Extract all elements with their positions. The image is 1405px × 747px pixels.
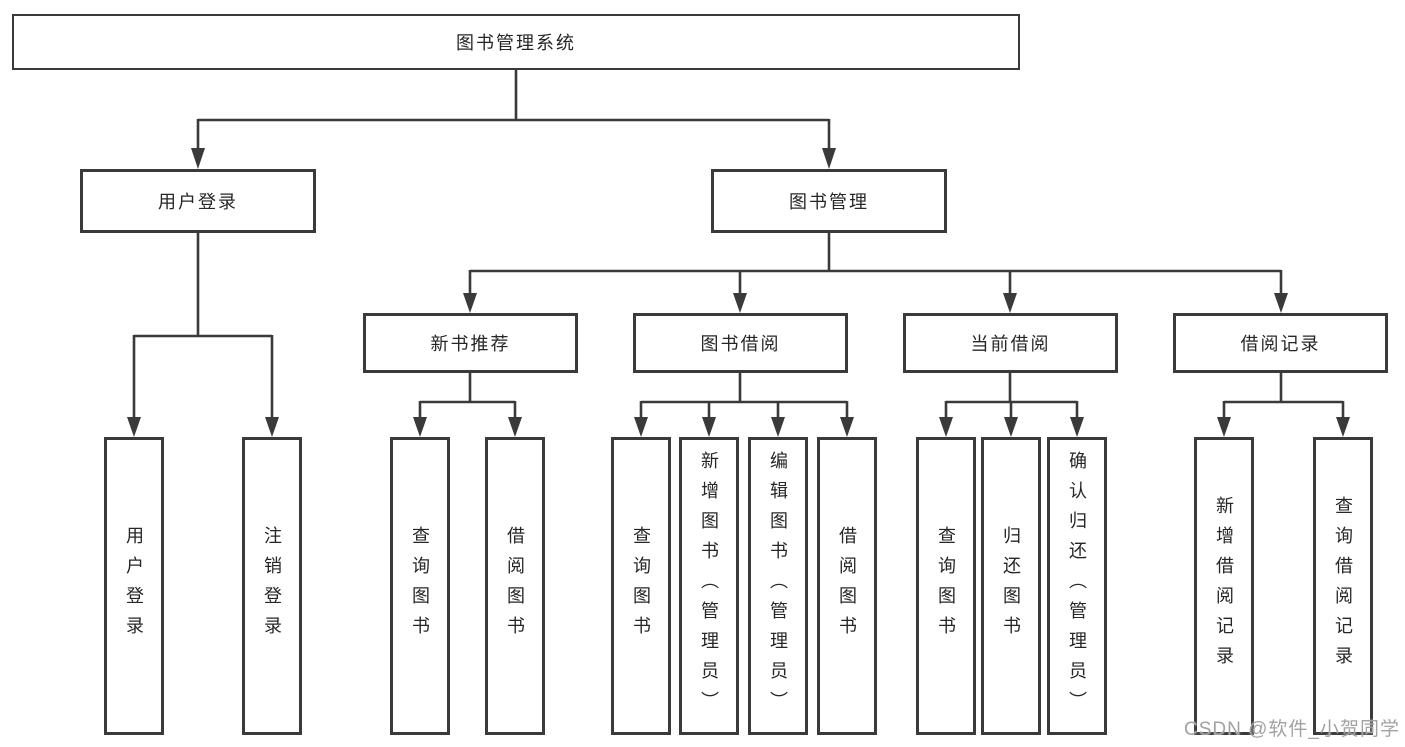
- arrow-down-icon: [191, 148, 205, 169]
- node-new-book-recommend-label: 新书推荐: [430, 334, 511, 354]
- leaf-return-book-label: 归还图书: [1001, 526, 1021, 646]
- leaf-query-book-3: 查询图书: [916, 437, 976, 735]
- leaf-query-book-2-label: 查询图书: [631, 526, 651, 646]
- arrow-down-icon: [463, 293, 477, 313]
- leaf-return-book: 归还图书: [981, 437, 1041, 735]
- arrow-down-icon: [939, 417, 953, 437]
- leaf-borrow-book-1-label: 借阅图书: [505, 526, 525, 646]
- connector-book-management-branch: [463, 233, 1288, 313]
- leaf-add-borrow-record: 新增借阅记录: [1194, 437, 1254, 735]
- leaf-add-book-admin-label: 新增图书（管理员）: [699, 451, 719, 721]
- node-user-login: 用户登录: [80, 169, 316, 233]
- node-book-borrow-label: 图书借阅: [700, 334, 781, 354]
- connector-user-login-branch: [127, 233, 279, 437]
- node-borrow-record: 借阅记录: [1173, 313, 1388, 373]
- arrow-down-icon: [822, 148, 836, 169]
- node-book-management: 图书管理: [711, 169, 947, 233]
- leaf-edit-book-admin-label: 编辑图书（管理员）: [768, 451, 788, 721]
- node-root-label: 图书管理系统: [456, 33, 576, 53]
- node-borrow-record-label: 借阅记录: [1240, 334, 1321, 354]
- node-book-borrow: 图书借阅: [633, 313, 848, 373]
- node-current-borrow-label: 当前借阅: [970, 334, 1051, 354]
- arrow-down-icon: [702, 417, 716, 437]
- arrow-down-icon: [127, 417, 141, 437]
- arrow-down-icon: [733, 293, 747, 313]
- leaf-add-borrow-record-label: 新增借阅记录: [1214, 496, 1234, 676]
- leaf-confirm-return-admin-label: 确认归还（管理员）: [1067, 451, 1087, 721]
- leaf-borrow-book-1: 借阅图书: [485, 437, 545, 735]
- node-new-book-recommend: 新书推荐: [363, 313, 578, 373]
- arrow-down-icon: [1336, 417, 1350, 437]
- leaf-query-borrow-record-label: 查询借阅记录: [1333, 496, 1353, 676]
- node-root: 图书管理系统: [12, 14, 1020, 70]
- leaf-user-login-label: 用户登录: [124, 526, 144, 646]
- arrow-down-icon: [1274, 293, 1288, 313]
- arrow-down-icon: [508, 417, 522, 437]
- leaf-query-book-1: 查询图书: [390, 437, 450, 735]
- arrow-down-icon: [634, 417, 648, 437]
- arrow-down-icon: [840, 417, 854, 437]
- arrow-down-icon: [265, 417, 279, 437]
- connector-root-to-level2: [191, 70, 836, 169]
- arrow-down-icon: [771, 417, 785, 437]
- arrow-down-icon: [1003, 293, 1017, 313]
- connector-book-borrow-group: [634, 373, 854, 437]
- arrow-down-icon: [1004, 417, 1018, 437]
- leaf-logout: 注销登录: [242, 437, 302, 735]
- leaf-user-login: 用户登录: [104, 437, 164, 735]
- node-book-management-label: 图书管理: [789, 192, 869, 212]
- leaf-borrow-book-2: 借阅图书: [817, 437, 877, 735]
- leaf-query-book-3-label: 查询图书: [936, 526, 956, 646]
- leaf-edit-book-admin: 编辑图书（管理员）: [748, 437, 808, 735]
- leaf-query-book-2: 查询图书: [611, 437, 671, 735]
- leaf-query-book-1-label: 查询图书: [410, 526, 430, 646]
- leaf-confirm-return-admin: 确认归还（管理员）: [1047, 437, 1107, 735]
- leaf-add-book-admin: 新增图书（管理员）: [679, 437, 739, 735]
- watermark: CSDN @软件_小贺同学: [1184, 719, 1400, 740]
- leaf-query-borrow-record: 查询借阅记录: [1313, 437, 1373, 735]
- leaf-borrow-book-2-label: 借阅图书: [837, 526, 857, 646]
- leaf-logout-label: 注销登录: [262, 526, 282, 646]
- connector-new-book-group: [413, 373, 522, 437]
- connector-current-borrow-group: [939, 373, 1084, 437]
- node-user-login-label: 用户登录: [158, 192, 238, 212]
- arrow-down-icon: [413, 417, 427, 437]
- arrow-down-icon: [1217, 417, 1231, 437]
- connector-borrow-record-group: [1217, 373, 1350, 437]
- arrow-down-icon: [1070, 417, 1084, 437]
- node-current-borrow: 当前借阅: [903, 313, 1118, 373]
